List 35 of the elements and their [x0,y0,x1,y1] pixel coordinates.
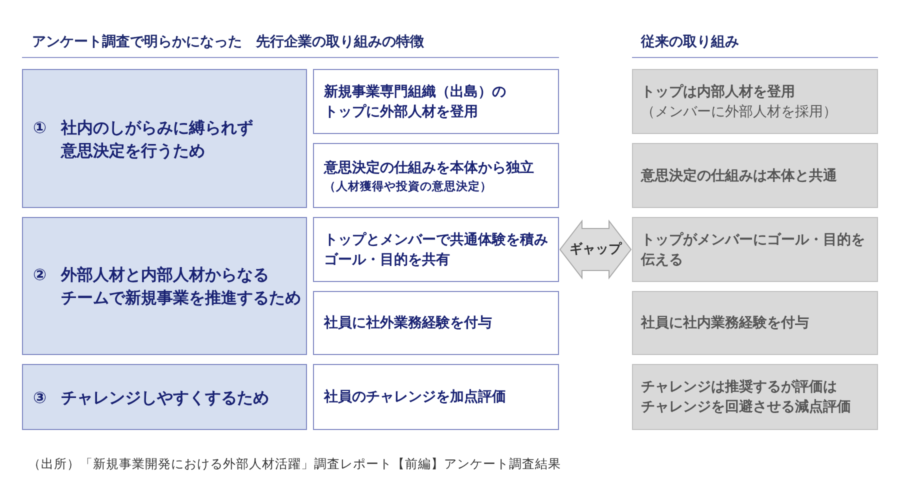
edge-label: ギャップ [568,242,622,258]
purpose-box [22,217,307,355]
purpose-text: 外部人材と内部人材からなるチームで新規事業を推進するため [61,264,302,309]
item-number: ① [33,116,48,138]
purpose-text: 社内のしがらみに縛られず意思決定を行うため [61,116,254,162]
comparison-box [632,143,878,208]
practice-text: 意思決定の仕組みを本体から独立 [324,158,534,178]
comparison-box [632,364,878,430]
purpose-text: チャレンジしやすくするため [61,386,269,408]
purpose-box [22,69,307,208]
comparison-text: 意思決定の仕組みは本体と共通 [641,166,837,186]
practice-box [313,291,559,355]
practice-text: 社員に社外業務経験を付与 [324,314,492,333]
purpose-box [22,364,307,430]
comparison-box [632,69,878,134]
item-number: ② [33,264,48,286]
note-text: （メンバーに外部人材を採用） [641,102,837,122]
practice-text: 社員のチャレンジを加点評価 [324,388,506,407]
note-text: （人材獲得や投資の意思決定） [324,178,492,194]
comparison-box [632,291,878,355]
comparison-text: トップがメンバーにゴール・目的を伝える [641,230,866,270]
comparison-box [632,217,878,282]
comparison-text: 社員に社内業務経験を付与 [641,314,809,333]
item-number: ③ [33,386,48,408]
practice-text: トップとメンバーで共通体験を積みゴール・目的を共有 [324,230,549,270]
column-heading: アンケート調査で明らかになった 先行企業の取り組みの特徴 [22,32,559,58]
practice-box [313,143,559,208]
comparison-text: トップは内部人材を登用 [641,82,795,102]
practice-box [313,364,559,430]
column-heading: 従来の取り組み [632,32,878,58]
practice-text: 新規事業専門組織（出島）のトップに外部人材を登用 [324,82,507,122]
practice-box [313,217,559,282]
source-note: （出所）「新規事業開発における外部人材活躍」調査レポート【前編】アンケート調査結果 [28,456,561,472]
practice-box [313,69,559,134]
comparison-text: チャレンジは推奨するが評価はチャレンジを回避させる減点評価 [641,378,852,417]
